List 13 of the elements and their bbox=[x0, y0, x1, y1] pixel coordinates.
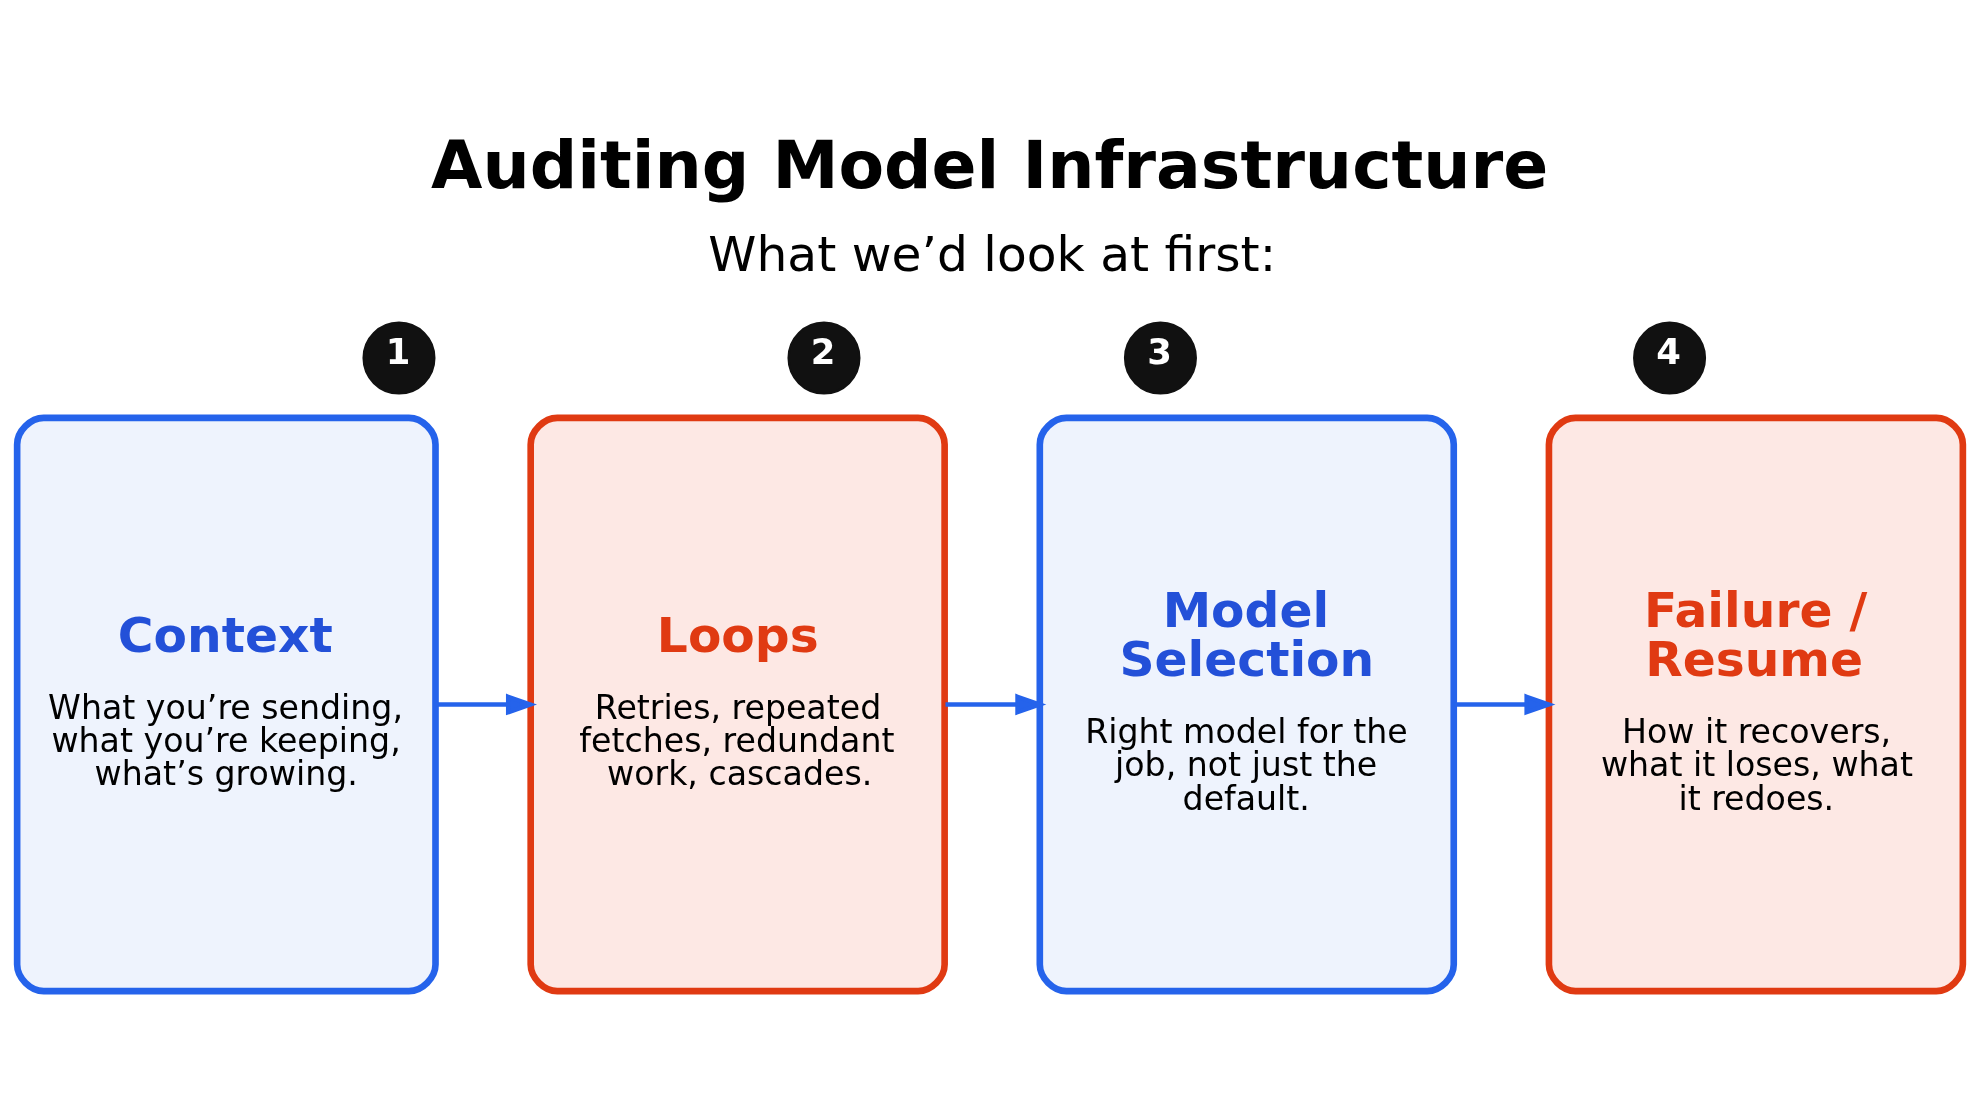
node-circle: 4 bbox=[1633, 321, 1707, 395]
arrow bbox=[436, 693, 537, 715]
node-box: Loops Retries, repeated fetches, redundant work, cascades. bbox=[527, 414, 948, 994]
node-box: Model Selection Right model for the job, not just the default. bbox=[1036, 414, 1458, 994]
arrow bbox=[1454, 693, 1556, 715]
label: What we’d look at first: bbox=[708, 225, 1277, 282]
node-circle: 2 bbox=[787, 321, 861, 395]
node-box: Failure / Resume How it recovers, what it loses, what it redoes. bbox=[1545, 414, 1967, 994]
node-box: Context What you’re sending, what you’re keeping, what’s growing. bbox=[13, 414, 439, 994]
arrow bbox=[945, 693, 1047, 715]
node-circle: 1 bbox=[362, 321, 436, 395]
node-circle: 3 bbox=[1123, 321, 1197, 395]
diagram-title: Auditing Model Infrastructure bbox=[431, 125, 1549, 204]
